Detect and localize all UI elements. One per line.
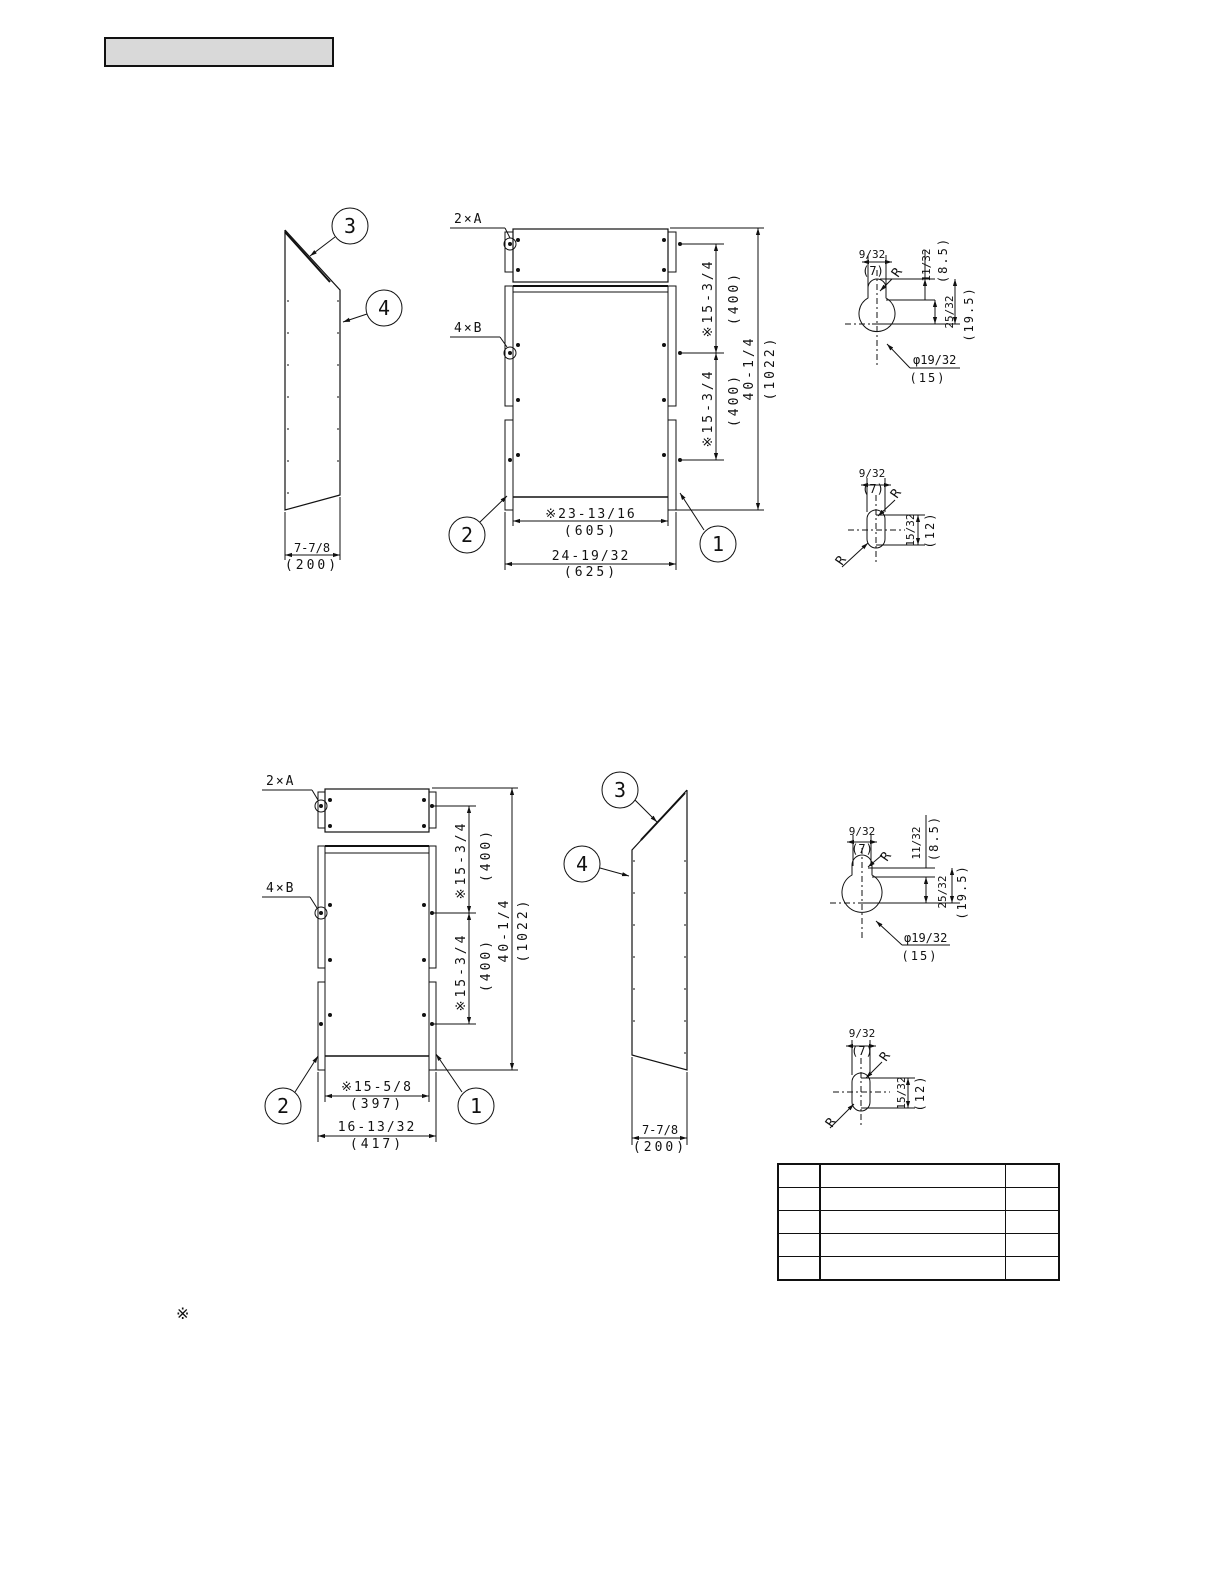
upper-a-off-in: 25/32 [943,295,956,328]
lower-a-top-mm: (8.5) [927,815,941,861]
upper-a-dia-in: φ19/32 [913,353,956,367]
upper-front-view [448,227,764,570]
lower-inner-in: ※15-5/8 [341,1080,413,1095]
lower-side-ref-4: 4 [576,852,588,876]
upper-a-off-mm: (19.5) [962,286,976,341]
upper-callout-a: 2×A [454,212,483,227]
upper-pitch2-mm: (400) [727,373,742,427]
upper-a-top-in: 11/32 [920,248,933,281]
lower-a-dia-mm: (15) [902,949,939,963]
upper-side-ref-3: 3 [344,214,356,238]
upper-side-ref-4: 4 [378,296,390,320]
lower-height-in: 40-1/4 [497,898,512,963]
lower-a-r: R [878,849,895,864]
upper-pitch1-in: ※15-3/4 [701,259,716,338]
lower-height-mm: (1022) [516,898,531,963]
upper-side-view [284,207,403,560]
lower-b-r-bottom: R [823,1115,840,1130]
lower-a-w-in: 9/32 [849,825,876,838]
upper-a-w-mm: (7) [862,264,884,278]
table-row [777,1187,1060,1211]
lower-b-len-mm: (12) [913,1075,927,1112]
lower-detail-slot [829,1040,915,1129]
upper-pitch1-mm: (400) [727,271,742,325]
upper-height-in: 40-1/4 [742,336,757,401]
lower-front-view [262,787,518,1142]
upper-b-w-mm: (7) [862,482,884,496]
upper-inner-in: ※23-13/16 [545,507,637,522]
parts-list-table [777,1163,1060,1281]
upper-b-r-bottom: R [833,553,850,568]
lower-side-width-mm: (200) [633,1140,687,1155]
upper-a-r: R [889,265,906,280]
table-row [777,1210,1060,1234]
lower-a-off-mm: (19.5) [955,864,969,919]
upper-height-mm: (1022) [763,336,778,401]
lower-outer-in: 16-13/32 [338,1120,417,1135]
lower-pitch1-in: ※15-3/4 [454,821,469,900]
upper-callout-b: 4×B [454,321,483,336]
lower-outer-mm: (417) [350,1137,404,1152]
upper-inner-mm: (605) [564,524,618,539]
upper-b-w-in: 9/32 [859,467,886,480]
upper-side-width-mm: (200) [285,558,339,573]
upper-a-dia-mm: (15) [910,371,947,385]
upper-b-r-top: R [888,486,905,501]
lower-side-width-in: 7-7/8 [642,1123,678,1137]
table-row [777,1233,1060,1257]
upper-a-top-mm: (8.5) [936,237,950,283]
upper-detail-keyhole [845,250,960,369]
upper-a-w-in: 9/32 [859,248,886,261]
upper-outer-in: 24-19/32 [552,549,631,564]
lower-front-ref-1: 1 [470,1094,482,1118]
lower-detail-keyhole [830,815,960,946]
header-box [104,37,334,67]
lower-a-dia-in: φ19/32 [904,931,947,945]
lower-pitch2-in: ※15-3/4 [454,933,469,1012]
lower-b-r-top: R [877,1049,894,1064]
lower-pitch2-mm: (400) [479,938,494,992]
upper-side-width-in: 7-7/8 [294,541,330,555]
lower-inner-mm: (397) [350,1097,404,1112]
lower-b-w-mm: (7) [851,1044,873,1058]
lower-callout-b: 4×B [266,881,295,896]
upper-b-len-in: 15/32 [904,513,917,546]
upper-front-ref-2: 2 [461,523,473,547]
note-mark: ※ [176,1304,190,1323]
upper-pitch2-in: ※15-3/4 [701,369,716,448]
lower-a-off-in: 25/32 [936,875,949,908]
lower-b-len-in: 15/32 [895,1076,908,1109]
lower-callout-a: 2×A [266,774,295,789]
table-row [777,1256,1060,1281]
upper-outer-mm: (625) [564,565,618,580]
lower-a-w-mm: (7) [851,842,873,856]
lower-front-ref-2: 2 [277,1094,289,1118]
lower-pitch1-mm: (400) [479,828,494,882]
upper-front-ref-1: 1 [712,532,724,556]
lower-side-ref-3: 3 [614,778,626,802]
lower-a-top-in: 11/32 [910,826,923,859]
upper-detail-slot [841,478,925,568]
table-row [777,1163,1060,1188]
lower-b-w-in: 9/32 [849,1027,876,1040]
lower-side-view [563,771,688,1145]
upper-b-len-mm: (12) [923,512,937,549]
